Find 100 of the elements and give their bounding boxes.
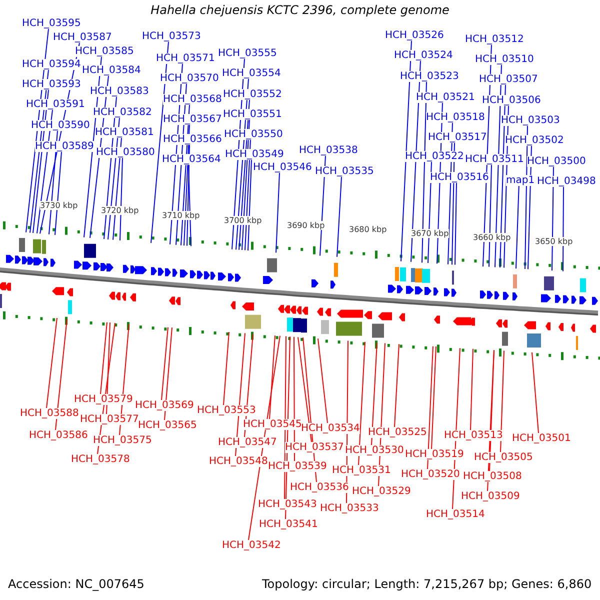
gene-label: HCH_03582 [93, 107, 152, 118]
scale-label: 3650 kbp [535, 236, 573, 246]
gene-label: HCH_03595 [22, 18, 81, 29]
gene-label: HCH_03548 [209, 456, 268, 467]
scale-label: 3690 kbp [287, 220, 325, 230]
leader-line [150, 42, 169, 244]
gene-label: HCH_03549 [225, 149, 284, 160]
gene-label: HCH_03553 [197, 405, 256, 416]
leader-line [54, 152, 62, 236]
gene-label: HCH_03584 [82, 65, 141, 76]
gene-label: HCH_03503 [501, 115, 560, 126]
gene-label: HCH_03525 [368, 427, 427, 438]
leader-line [46, 318, 58, 408]
gene-label: HCH_03587 [53, 32, 112, 43]
gene-label: HCH_03588 [20, 408, 79, 419]
leader-line [532, 352, 539, 434]
gene-label: HCH_03514 [426, 509, 485, 520]
leader-line [454, 182, 457, 266]
leader-line [284, 336, 286, 500]
gene-label: HCH_03519 [405, 449, 464, 460]
leader-line [100, 322, 108, 394]
gene-label: HCH_03586 [29, 430, 88, 441]
scale-label: 3680 kbp [349, 225, 387, 234]
gene-label: HCH_03521 [416, 92, 475, 103]
gene-label: HCH_03585 [75, 46, 134, 57]
gene-label: HCH_03591 [26, 99, 85, 110]
gene-label: HCH_03513 [444, 430, 503, 441]
gene-label: HCH_03534 [301, 423, 360, 434]
gene-label: HCH_03536 [290, 482, 349, 493]
gene-label: HCH_03589 [35, 141, 94, 152]
leader-line [120, 158, 123, 241]
gene-label: HCH_03575 [93, 435, 152, 446]
leader-line [276, 172, 280, 254]
gene-label: HCH_03508 [463, 471, 522, 482]
gene-label: HCH_03550 [224, 129, 283, 140]
gene-label: HCH_03593 [22, 79, 81, 90]
leader-line [470, 348, 474, 430]
leader-line [248, 160, 252, 251]
leader-line [358, 341, 366, 466]
gene-label: map1 [506, 175, 535, 186]
gene-label: HCH_03537 [285, 442, 344, 453]
gene-label: HCH_03543 [258, 499, 317, 510]
gene-label: HCH_03594 [22, 59, 81, 70]
gene-label: HCH_03530 [345, 445, 404, 456]
gene-label: HCH_03501 [512, 433, 571, 444]
gene-label: HCH_03580 [96, 147, 155, 158]
leader-line [188, 164, 192, 247]
leader-line [106, 322, 110, 414]
gene-label: HCH_03505 [474, 452, 533, 463]
scale-label: 3660 kbp [473, 233, 511, 242]
scale-label: 3730 kbp [40, 201, 78, 210]
gene-label: HCH_03531 [332, 465, 391, 476]
gene-label: HCH_03581 [95, 127, 154, 138]
gene-label: HCH_03506 [482, 95, 541, 106]
gene-label: HCH_03547 [218, 437, 277, 448]
gene-label: HCH_03498 [537, 176, 596, 187]
gene-label: HCH_03541 [259, 519, 318, 530]
gene-label: HCH_03533 [320, 503, 379, 514]
leader-line [400, 40, 412, 262]
gene-label: HCH_03570 [160, 73, 219, 84]
gene-label: HCH_03577 [80, 414, 139, 425]
leader-line [298, 336, 312, 442]
leader-line [394, 344, 400, 428]
leader-line [55, 318, 68, 430]
leader-line [336, 176, 342, 258]
gene-label: HCH_03516 [430, 172, 489, 183]
leader-line [269, 335, 276, 420]
gene-label: HCH_03522 [405, 151, 464, 162]
gene-label: HCH_03569 [135, 400, 194, 411]
gene-label: HCH_03566 [163, 134, 222, 145]
gene-label: HCH_03564 [162, 154, 221, 165]
genome-summary: Topology: circular; Length: 7,215,267 bp; Genes: 6,860 [262, 577, 592, 591]
gene-label: HCH_03520 [401, 469, 460, 480]
leader-line [488, 164, 492, 268]
gene-label: HCH_03552 [223, 89, 282, 100]
gene-label: HCH_03502 [505, 135, 564, 146]
accession-note: Accession: NC_007645 [8, 577, 144, 591]
gene-label: HCH_03538 [299, 145, 358, 156]
gene-label: HCH_03512 [465, 34, 524, 45]
gene-label: HCH_03535 [315, 166, 374, 177]
gene-label: HCH_03546 [253, 162, 312, 173]
gene-label: HCH_03542 [222, 540, 281, 551]
gene-label: HCH_03524 [394, 50, 453, 61]
gene-label: HCH_03518 [426, 112, 485, 123]
gene-label: HCH_03551 [223, 109, 282, 120]
gene-label: HCH_03590 [31, 120, 90, 131]
leader-line [318, 338, 328, 424]
leader-line [431, 346, 436, 450]
leader-line [500, 350, 504, 452]
gene-label: HCH_03523 [400, 71, 459, 82]
gene-label: HCH_03509 [461, 491, 520, 502]
gene-label: HCH_03567 [163, 114, 222, 125]
gene-label: HCH_03507 [479, 74, 538, 85]
gene-label: HCH_03555 [218, 48, 277, 59]
leader-line [223, 332, 230, 406]
leader-line [427, 346, 434, 470]
gene-label: HCH_03573 [142, 31, 201, 42]
gene-label: HCH_03571 [156, 53, 215, 64]
gene-label: HCH_03579 [74, 394, 133, 405]
leader-line [371, 342, 378, 446]
